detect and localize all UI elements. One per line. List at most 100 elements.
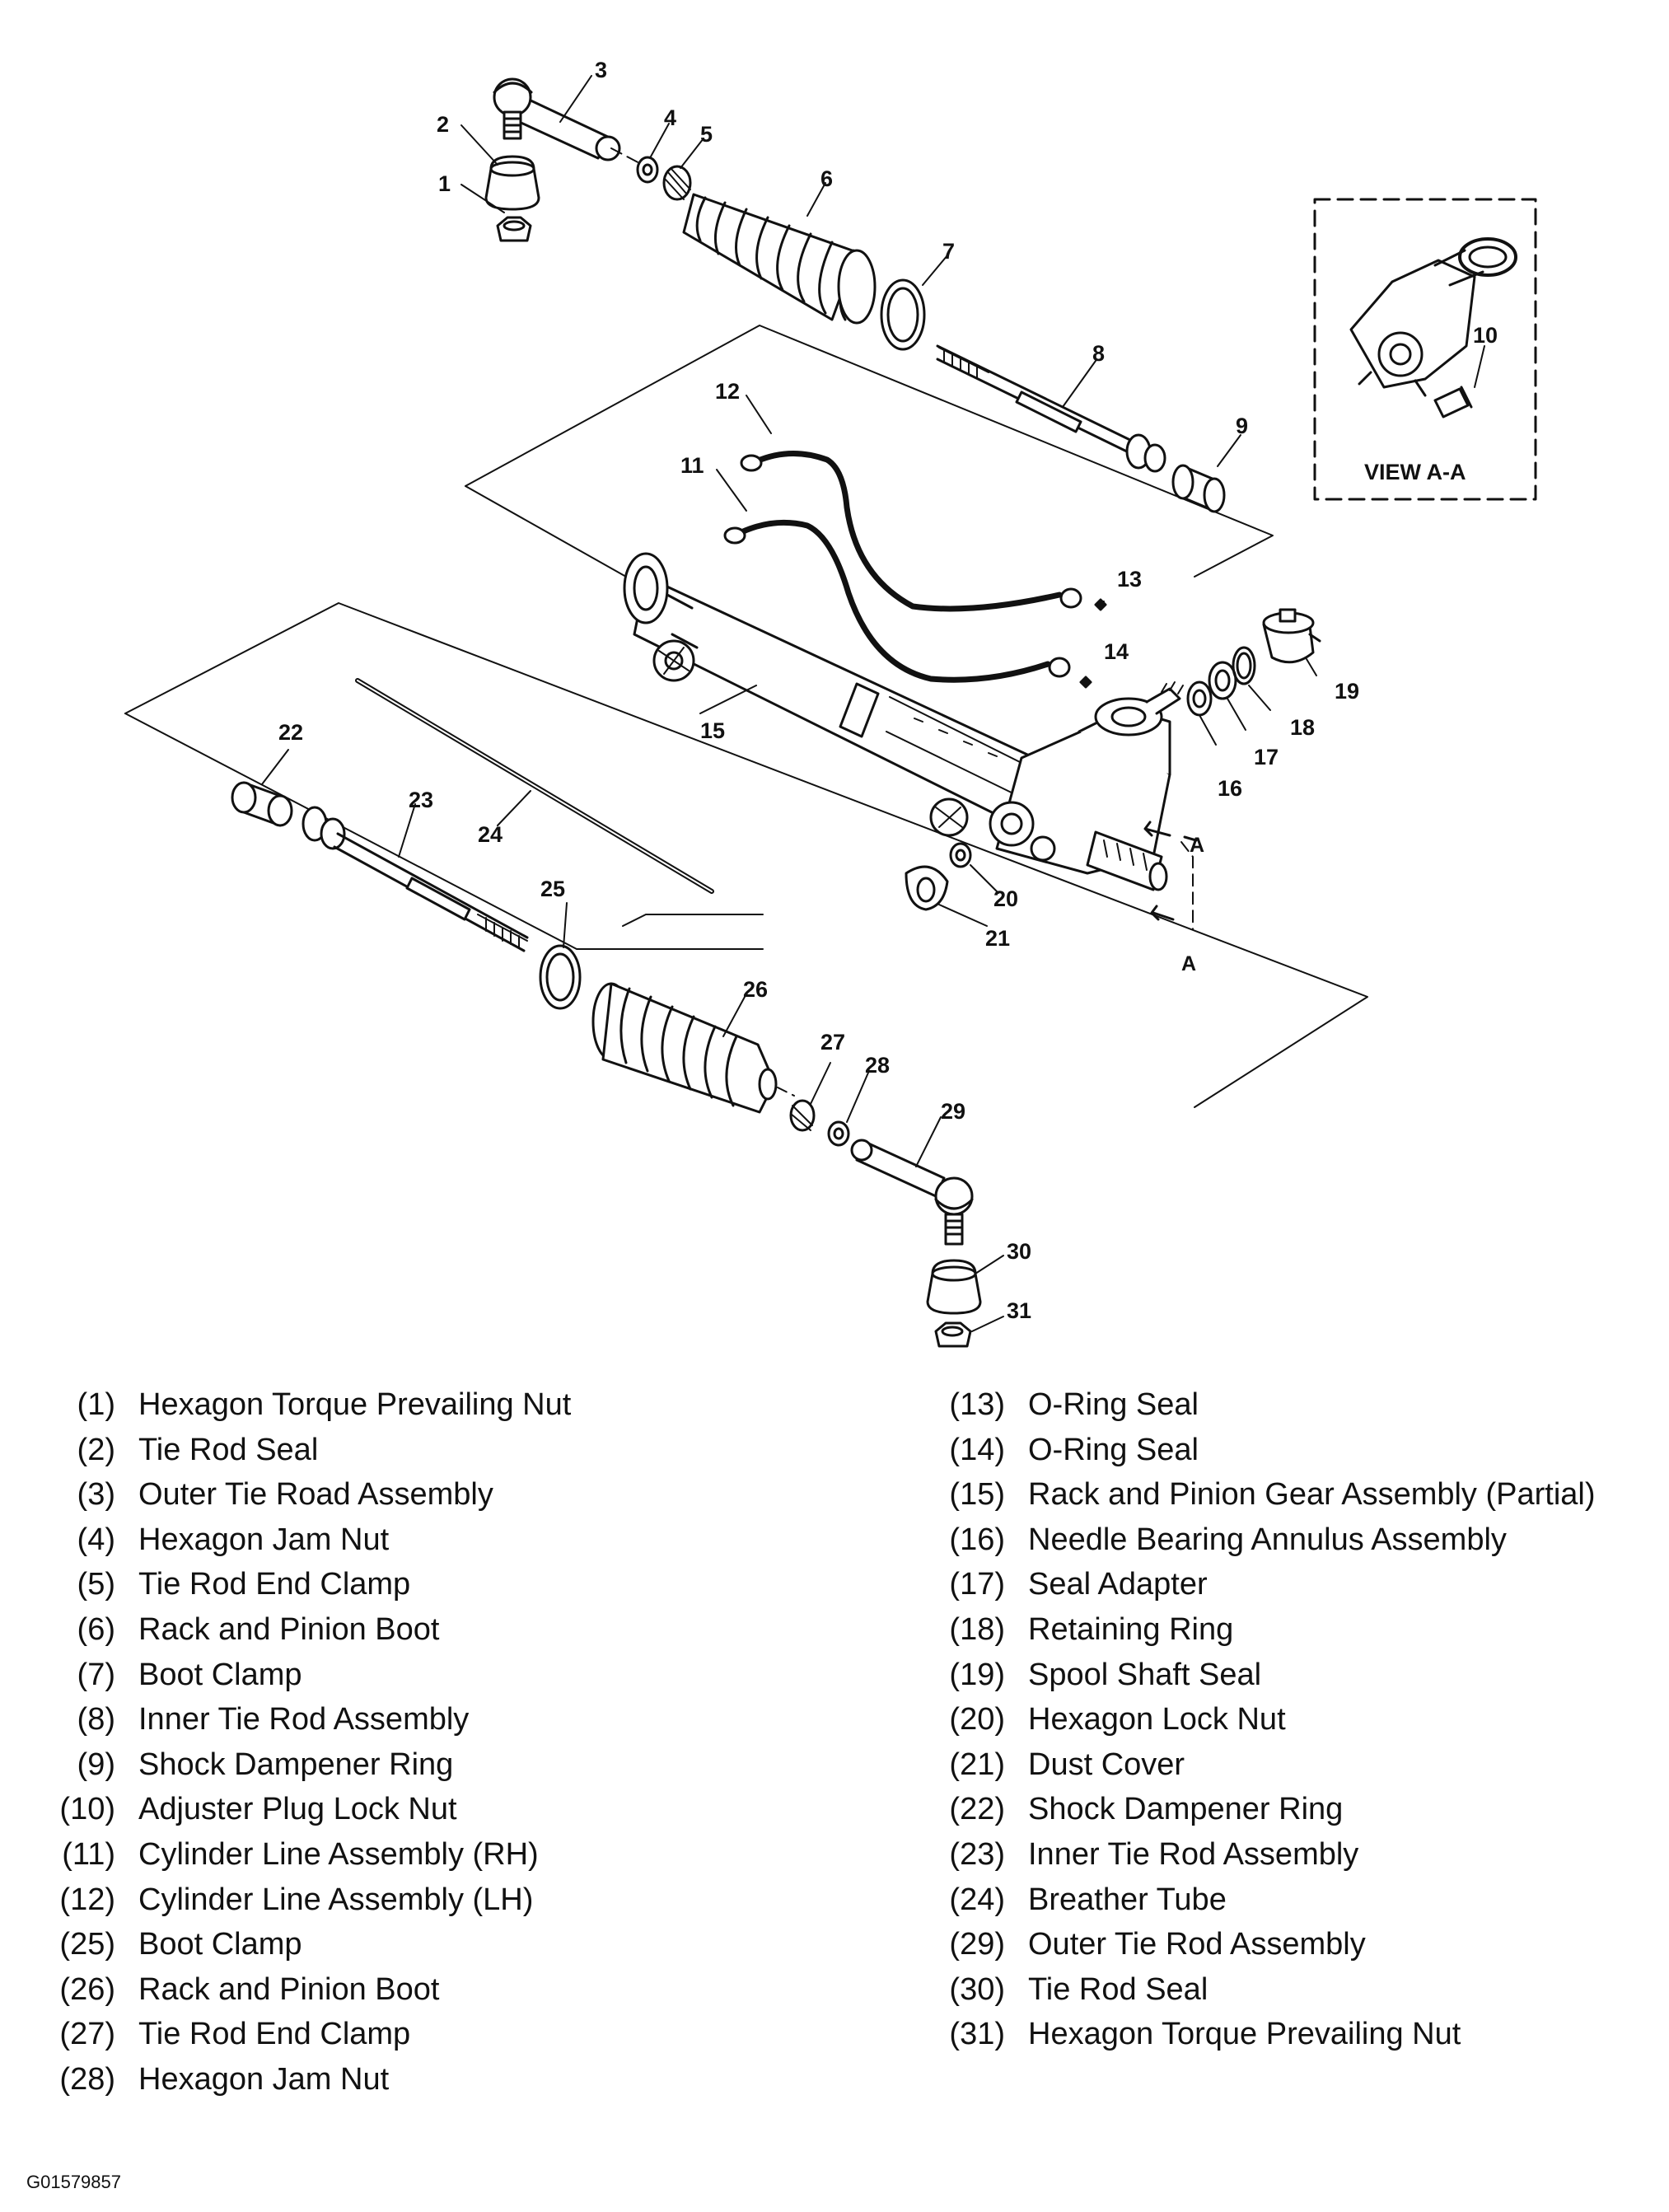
- legend-item-label: Dust Cover: [1028, 1747, 1185, 1782]
- legend-item-label: O-Ring Seal: [1028, 1432, 1199, 1467]
- legend-item: (9)Shock Dampener Ring: [25, 1742, 849, 1788]
- legend-item-label: Hexagon Torque Prevailing Nut: [1028, 2017, 1461, 2052]
- legend-item-label: Needle Bearing Annulus Assembly: [1028, 1522, 1507, 1557]
- legend-item: (10)Adjuster Plug Lock Nut: [25, 1787, 849, 1832]
- legend-item-label: Cylinder Line Assembly (RH): [138, 1836, 539, 1872]
- torque-nut-lower: [934, 1321, 972, 1348]
- section-mark-lower: A: [1181, 952, 1196, 975]
- legend-item-number: (29): [949, 1927, 1005, 1962]
- legend-item-number: (1): [77, 1387, 115, 1422]
- callout-8: 8: [1092, 341, 1105, 366]
- cylinder-line-lh: [740, 451, 1082, 612]
- legend-item-number: (6): [77, 1611, 115, 1647]
- breather-tube: [355, 678, 714, 894]
- legend-item-label: Retaining Ring: [1028, 1611, 1234, 1647]
- callout-16: 16: [1218, 776, 1242, 801]
- legend-item: (21) Dust Cover: [914, 1742, 1656, 1788]
- legend-item-label: Inner Tie Rod Assembly: [138, 1702, 470, 1737]
- rack-pinion-boot-top: [682, 193, 877, 325]
- legend-item: (28) Hexagon Jam Nut: [25, 2057, 849, 2102]
- legend-item-number: (16): [949, 1522, 1005, 1557]
- callout-18: 18: [1290, 715, 1315, 740]
- legend-item: (15)Rack and Pinion Gear Assembly (Parti…: [914, 1472, 1656, 1518]
- legend-item: (7)Boot Clamp: [25, 1653, 849, 1698]
- boot-clamp-top: [880, 278, 926, 351]
- outer-tie-rod-lower: [850, 1139, 974, 1246]
- legend-item-label: Rack and Pinion Gear Assembly (Partial): [1028, 1477, 1596, 1513]
- view-a-a-label: VIEW A-A: [1364, 460, 1466, 484]
- cylinder-line-rh: [723, 519, 1071, 683]
- legend-item: (20) Hexagon Lock Nut: [914, 1697, 1656, 1742]
- legend-item: (14) O-Ring Seal: [914, 1428, 1656, 1473]
- legend-item-number: (24): [949, 1882, 1005, 1917]
- legend-item-label: Seal Adapter: [1028, 1567, 1208, 1602]
- section-mark-upper: A: [1190, 834, 1204, 857]
- jam-nut-top: [636, 156, 659, 184]
- callout-2: 2: [437, 112, 449, 137]
- callout-22: 22: [278, 720, 303, 745]
- inner-tie-rod-lower: [302, 806, 529, 952]
- exploded-diagram: 1 2 3 4 5 6 7 8 9 10 11 12 13 14 15 16 1…: [124, 58, 1537, 1348]
- legend-item-number: (20): [949, 1702, 1005, 1737]
- callout-30: 30: [1007, 1239, 1031, 1264]
- legend-item-number: (13): [949, 1387, 1005, 1422]
- callout-31: 31: [1007, 1298, 1031, 1323]
- legend-item-number: (12): [59, 1882, 115, 1917]
- upper-plane-outline: [465, 325, 1274, 578]
- legend-item-label: Hexagon Lock Nut: [1028, 1702, 1286, 1737]
- legend-item-number: (3): [77, 1477, 115, 1513]
- callout-3: 3: [595, 58, 607, 82]
- legend-item-number: (5): [77, 1567, 115, 1602]
- legend-item-number: (31): [949, 2017, 1005, 2052]
- legend-item-label: Hexagon Torque Prevailing Nut: [138, 1387, 572, 1422]
- legend-item: (3)Outer Tie Road Assembly: [25, 1472, 849, 1518]
- dust-cover-21: [905, 865, 949, 911]
- legend-item-number: (14): [949, 1432, 1005, 1467]
- needle-bearing-16: [1186, 680, 1213, 717]
- callout-27: 27: [820, 1030, 845, 1055]
- legend-item: (27)Tie Rod End Clamp: [25, 2012, 849, 2057]
- o-ring-14: [1079, 676, 1092, 689]
- inner-tie-rod-top: [936, 344, 1166, 473]
- leader-lines: [261, 75, 1485, 1332]
- legend-item-number: (17): [949, 1567, 1005, 1602]
- legend-item-number: (4): [77, 1522, 115, 1557]
- retaining-ring-18: [1232, 646, 1256, 685]
- legend-item-number: (11): [62, 1836, 115, 1872]
- outer-tie-rod-top: [493, 77, 621, 161]
- legend-item-number: (21): [949, 1747, 1005, 1782]
- legend-item-number: (30): [949, 1971, 1005, 2007]
- jam-nut-lower: [827, 1120, 850, 1147]
- legend-item-label: Hexagon Jam Nut: [138, 2061, 390, 2097]
- boot-clamp-lower: [539, 944, 582, 1010]
- callout-20: 20: [993, 886, 1018, 911]
- legend-item-label: Tie Rod Seal: [1028, 1971, 1209, 2007]
- legend-item-label: Tie Rod End Clamp: [138, 1567, 411, 1602]
- legend-left-column: (1)Hexagon Torque Prevailing Nut(2)Tie R…: [25, 1382, 849, 2102]
- legend-item: (2)Tie Rod Seal: [25, 1428, 849, 1473]
- legend-item-number: (27): [59, 2017, 115, 2052]
- callout-21: 21: [985, 926, 1010, 951]
- legend-item: (29)Outer Tie Rod Assembly: [914, 1922, 1656, 1967]
- figure-id: G01579857: [26, 2172, 121, 2192]
- tie-rod-seal-top: [484, 155, 540, 211]
- legend-item-number: (19): [949, 1657, 1005, 1692]
- legend-item: (18)Retaining Ring: [914, 1607, 1656, 1653]
- legend-item-label: Cylinder Line Assembly (LH): [138, 1882, 534, 1917]
- callout-1: 1: [438, 171, 451, 196]
- callout-7: 7: [942, 239, 955, 264]
- callout-23: 23: [409, 788, 433, 812]
- callout-14: 14: [1104, 639, 1129, 664]
- legend-item: (8)Inner Tie Rod Assembly: [25, 1697, 849, 1742]
- legend-item-number: (2): [77, 1432, 115, 1467]
- tie-rod-clamp-top: [662, 165, 692, 201]
- legend-item: (5) Tie Rod End Clamp: [25, 1562, 849, 1607]
- callout-10: 10: [1473, 323, 1498, 348]
- legend-item-label: Hexagon Jam Nut: [138, 1522, 390, 1557]
- callout-numbers: 1 2 3 4 5 6 7 8 9 10 11 12 13 14 15 16 1…: [278, 58, 1498, 1323]
- callout-9: 9: [1236, 414, 1248, 438]
- callout-11: 11: [680, 453, 704, 478]
- legend-item: (25)Boot Clamp: [25, 1922, 849, 1967]
- legend-item: (4) Hexagon Jam Nut: [25, 1518, 849, 1563]
- legend-item-number: (28): [59, 2061, 115, 2097]
